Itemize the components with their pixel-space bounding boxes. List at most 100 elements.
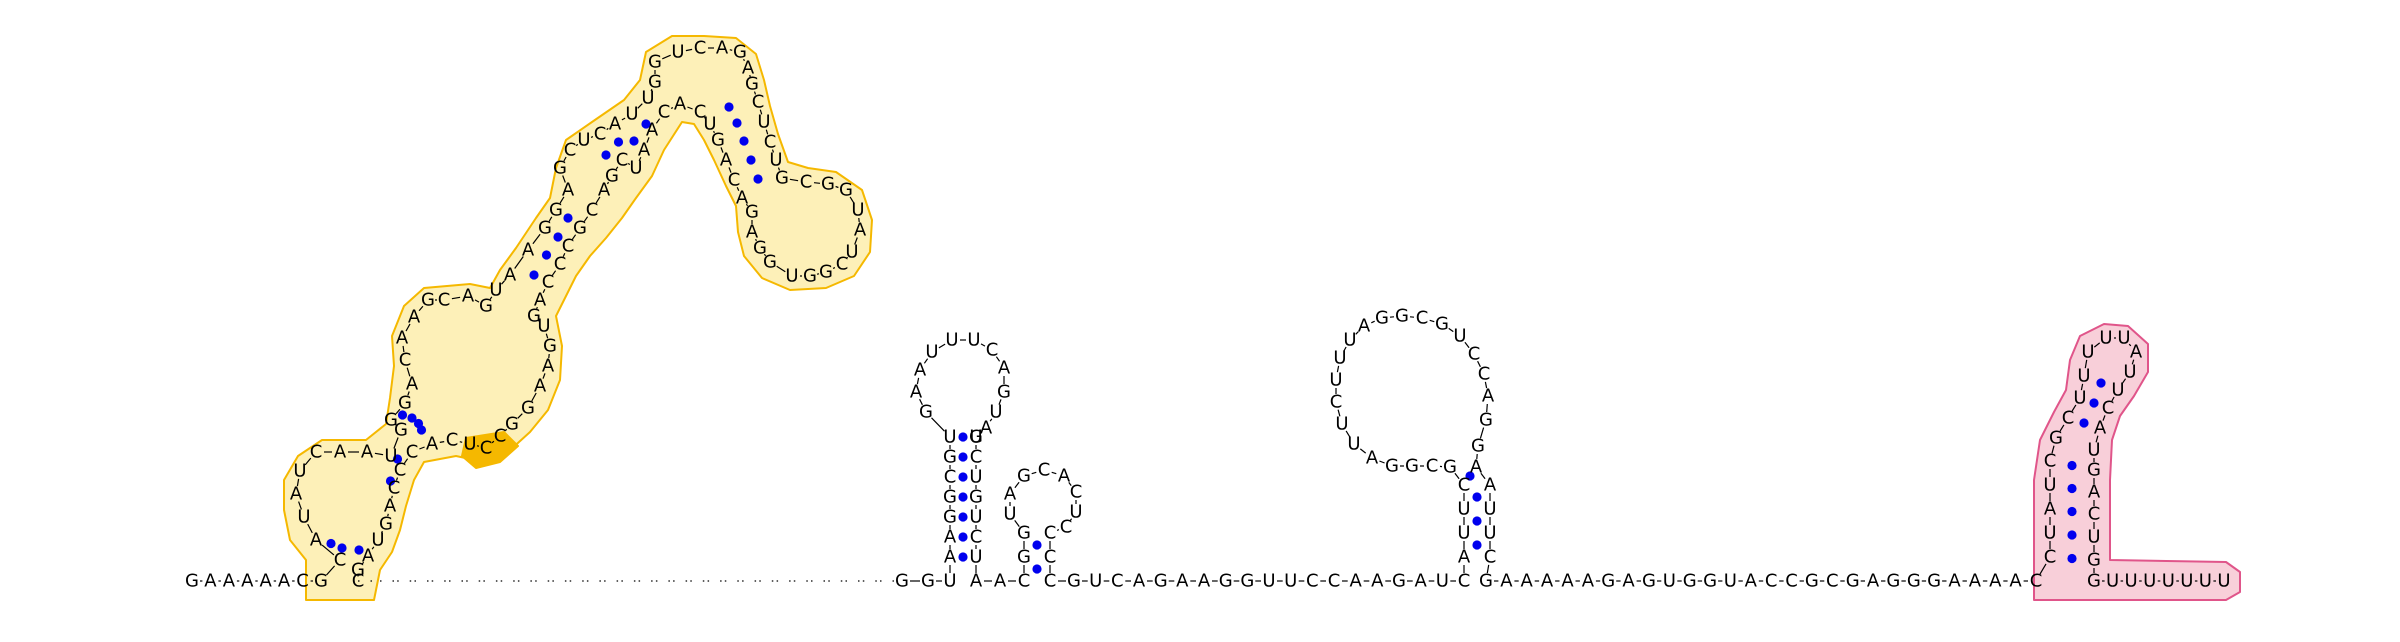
base-pair-dot	[958, 432, 967, 441]
nucleotide-c: C	[986, 340, 999, 361]
nucleotide-g: G	[521, 398, 535, 419]
nucleotide-a: A	[914, 360, 927, 381]
nucleotide-a: A	[1198, 571, 1211, 592]
nucleotide-c: C	[1060, 517, 1073, 538]
nucleotide-a: A	[1521, 571, 1534, 592]
nucleotide-a: A	[1484, 475, 1497, 496]
nucleotide-c: C	[1458, 475, 1471, 496]
nucleotide-u: U	[2217, 571, 2230, 592]
nucleotide-u: U	[1335, 414, 1348, 435]
backbone-segment	[460, 442, 462, 443]
nucleotide-g: G	[553, 158, 567, 179]
nucleotide-a: A	[1133, 571, 1146, 592]
nucleotide-a: A	[944, 547, 957, 568]
nucleotide-u: U	[1483, 499, 1496, 520]
base-pair-dot	[601, 150, 610, 159]
nucleotide-g: G	[1886, 571, 1900, 592]
nucleotide-u: U	[1003, 504, 1016, 525]
nucleotide-c: C	[1785, 571, 1798, 592]
nucleotide-a: A	[1561, 571, 1574, 592]
nucleotide-a: A	[1541, 571, 1554, 592]
nucleotide-u: U	[2117, 328, 2130, 349]
nucleotide-a: A	[1470, 457, 1483, 478]
nucleotide-g: G	[1479, 410, 1493, 431]
nucleotide-a: A	[720, 150, 733, 171]
nucleotide-g: G	[314, 571, 328, 592]
nucleotide-c: C	[1328, 571, 1341, 592]
nucleotide-g: G	[1907, 571, 1921, 592]
nucleotide-u: U	[2125, 571, 2138, 592]
backbone-segment	[833, 268, 835, 269]
nucleotide-g: G	[1846, 571, 1860, 592]
nucleotide-c: C	[1018, 571, 1031, 592]
nucleotide-a: A	[1622, 571, 1635, 592]
nucleotide-c: C	[752, 92, 765, 113]
nucleotide-g: G	[1017, 523, 1031, 544]
nucleotide-g: G	[1471, 436, 1485, 457]
nucleotide-a: A	[1482, 386, 1495, 407]
base-pair-dot	[614, 137, 623, 146]
nucleotide-g: G	[505, 414, 519, 435]
nucleotide-c: C	[564, 140, 577, 161]
nucleotide-a: A	[241, 571, 254, 592]
nucleotide-c: C	[554, 254, 567, 275]
nucleotide-g: G	[1240, 571, 1254, 592]
nucleotide-g: G	[1154, 571, 1168, 592]
nucleotide-c: C	[1070, 482, 1083, 503]
nucleotide-a: A	[998, 358, 1011, 379]
nucleotide-c: C	[2088, 504, 2101, 525]
nucleotide-g: G	[943, 507, 957, 528]
nucleotide-u: U	[629, 158, 642, 179]
nucleotide-u: U	[1343, 330, 1356, 351]
nucleotide-g: G	[1375, 308, 1389, 329]
nucleotide-a: A	[1358, 316, 1371, 337]
nucleotide-c: C	[944, 467, 957, 488]
nucleotide-u: U	[2123, 362, 2136, 383]
nucleotide-c: C	[1484, 547, 1497, 568]
nucleotide-a: A	[1366, 448, 1379, 469]
nucleotide-a: A	[1969, 571, 1982, 592]
backbone-segment	[1379, 461, 1384, 463]
base-pair-dot	[739, 136, 748, 145]
nucleotide-g: G	[1435, 314, 1449, 335]
nucleotide-g: G	[839, 180, 853, 201]
highlight-layer	[284, 36, 2240, 600]
nucleotide-g: G	[573, 218, 587, 239]
nucleotide-c: C	[352, 571, 365, 592]
nucleotide-g: G	[1927, 571, 1941, 592]
nucleotide-u: U	[2073, 388, 2086, 409]
base-pair-dot	[2067, 554, 2076, 563]
nucleotide-u: U	[785, 266, 798, 287]
nucleotide-a: A	[406, 374, 419, 395]
nucleotide-g: G	[1017, 547, 1031, 568]
nucleotide-g: G	[1385, 456, 1399, 477]
nucleotide-u: U	[293, 461, 306, 482]
nucleotide-g: G	[2087, 550, 2101, 571]
nucleotide-u: U	[1329, 370, 1342, 391]
nucleotide-a: A	[1500, 571, 1513, 592]
nucleotide-g: G	[1642, 571, 1656, 592]
nucleotide-u: U	[1284, 571, 1297, 592]
base-pair-dot	[1472, 516, 1481, 525]
nucleotide-u: U	[2087, 527, 2100, 548]
nucleotide-g: G	[2087, 571, 2101, 592]
backbone-segment	[814, 183, 820, 184]
backbone-segment	[440, 442, 444, 443]
nucleotide-g: G	[943, 447, 957, 468]
nucleotide-u: U	[671, 42, 684, 63]
nucleotide-c: C	[728, 170, 741, 191]
nucleotide-g: G	[921, 571, 935, 592]
nucleotide-g: G	[997, 382, 1011, 403]
base-pair-dot	[724, 102, 733, 111]
nucleotide-g: G	[1392, 571, 1406, 592]
nucleotide-a: A	[290, 484, 303, 505]
nucleotide-c: C	[2044, 451, 2057, 472]
backbone-segment	[671, 108, 673, 109]
nucleotide-a: A	[426, 434, 439, 455]
nucleotide-g: G	[398, 393, 412, 414]
nucleotide-u: U	[1347, 434, 1360, 455]
nucleotide-g: G	[943, 487, 957, 508]
nucleotide-c: C	[836, 254, 849, 275]
nucleotide-a: A	[1004, 484, 1017, 505]
